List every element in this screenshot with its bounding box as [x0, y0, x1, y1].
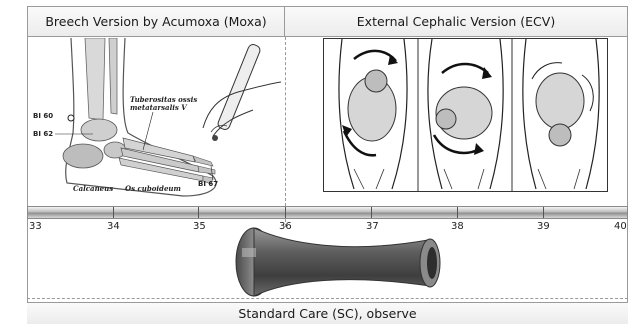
- bl67-label: BI 67: [198, 180, 218, 188]
- standard-care-footer: Standard Care (SC), observe: [27, 302, 628, 324]
- timeline-tick: [285, 207, 286, 218]
- pinard-horn-drawing: [228, 226, 448, 298]
- ecv-panel-3: [523, 39, 599, 189]
- tick-label-39: 39: [537, 221, 550, 232]
- tick-label-33: 33: [29, 221, 42, 232]
- calcaneus-label: Calcaneus: [73, 184, 113, 193]
- timeline-tick: [457, 207, 458, 218]
- cuboideum-label: Os cuboideum: [125, 184, 181, 193]
- tick-label-38: 38: [451, 221, 464, 232]
- moxa-foot-illustration: BI 60 BI 62 BI 67 Tuberositas ossis meta…: [33, 38, 285, 198]
- ecv-illustration: [323, 38, 608, 192]
- ecv-drawing: [324, 39, 607, 191]
- timeline-tick: [543, 207, 544, 218]
- moxa-section-title: Breech Version by Acumoxa (Moxa): [27, 6, 285, 37]
- ecv-panel-1: [339, 39, 407, 189]
- bl62-label: BI 62: [33, 130, 53, 138]
- timeline-tick: [371, 207, 372, 218]
- pinard-stethoscope-illustration: [228, 226, 448, 298]
- timeline-tick: [113, 207, 114, 218]
- week36-divider: [285, 37, 286, 206]
- tick-label-34: 34: [107, 221, 120, 232]
- tick-label-35: 35: [193, 221, 206, 232]
- tick-label-40: 40: [614, 221, 627, 232]
- ecv-panel-2: [428, 39, 503, 189]
- moxa-stick-hand: [203, 43, 281, 141]
- bl60-label: BI 60: [33, 112, 53, 120]
- gestation-timeline-bar: [27, 206, 628, 219]
- footer-separator: [27, 298, 628, 299]
- ecv-section-title: External Cephalic Version (ECV): [284, 6, 628, 37]
- tuberositas-label: Tuberositas ossis metatarsalis V: [130, 96, 202, 112]
- foot-bones-drawing: [33, 38, 285, 198]
- timeline-tick: [198, 207, 199, 218]
